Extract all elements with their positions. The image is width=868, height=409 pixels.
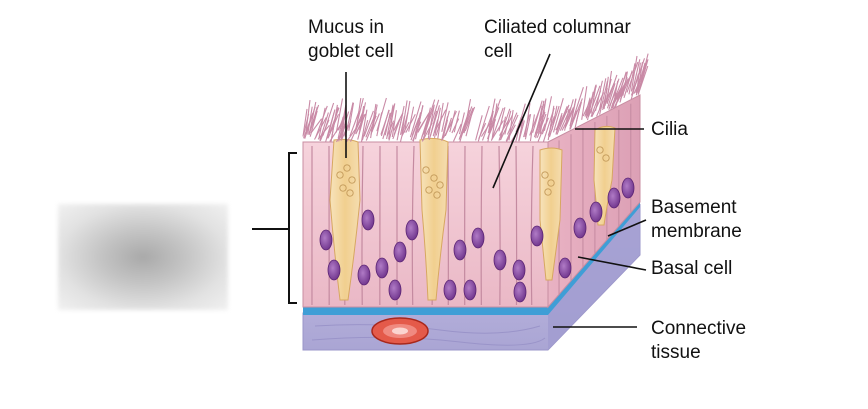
label-basement-line1: Basement: [651, 196, 742, 220]
label-basement-membrane: Basement membrane: [651, 196, 742, 244]
epithelium-bracket: [252, 153, 297, 303]
cell-wall: [516, 146, 517, 305]
cell-nucleus: [454, 240, 466, 260]
cell-nucleus: [389, 280, 401, 300]
cell-nucleus: [444, 280, 456, 300]
cell-nucleus: [514, 282, 526, 302]
cell-nucleus: [608, 188, 620, 208]
cell-nucleus: [494, 250, 506, 270]
cilium: [377, 112, 382, 136]
cell-nucleus: [394, 242, 406, 262]
cell-nucleus: [513, 260, 525, 280]
label-mucus-goblet-cell: Mucus in goblet cell: [308, 16, 394, 64]
cell-nucleus: [320, 230, 332, 250]
cell-nucleus: [362, 210, 374, 230]
label-basal-text: Basal cell: [651, 258, 732, 279]
cell-nucleus: [574, 218, 586, 238]
cilium: [476, 115, 483, 140]
cell-nucleus: [531, 226, 543, 246]
label-mucus-line1: Mucus in: [308, 16, 394, 40]
label-basal-cell: Basal cell: [651, 257, 732, 281]
cell-nucleus: [464, 280, 476, 300]
label-cilia: Cilia: [651, 118, 688, 142]
label-connective-tissue: Connective tissue: [651, 317, 746, 365]
cell-nucleus: [559, 258, 571, 278]
label-ciliated-line2: cell: [484, 40, 631, 64]
cell-nucleus: [622, 178, 634, 198]
label-cilia-text: Cilia: [651, 119, 688, 140]
label-connective-line1: Connective: [651, 317, 746, 341]
label-ciliated-columnar-cell: Ciliated columnar cell: [484, 16, 631, 64]
label-basement-line2: membrane: [651, 220, 742, 244]
blood-vessel: [372, 318, 428, 344]
cell-nucleus: [406, 220, 418, 240]
label-mucus-line2: goblet cell: [308, 40, 394, 64]
cell-nucleus: [328, 260, 340, 280]
hidden-answer-box: [58, 204, 228, 310]
cell-nucleus: [376, 258, 388, 278]
label-connective-line2: tissue: [651, 341, 746, 365]
cell-nucleus: [358, 265, 370, 285]
cell-nucleus: [472, 228, 484, 248]
label-ciliated-line1: Ciliated columnar: [484, 16, 631, 40]
cell-nucleus: [590, 202, 602, 222]
